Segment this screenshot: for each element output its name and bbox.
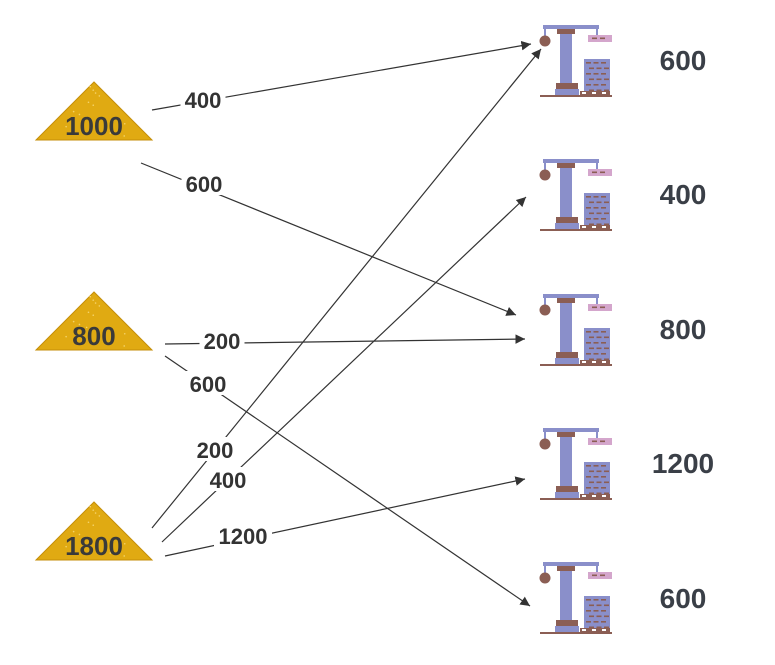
flow-label: 600 [190,372,227,397]
flow-label-background [185,371,231,395]
flow-label: 200 [204,329,241,354]
sand-pile-icon [34,501,154,561]
construction-crane-icon [539,294,612,366]
construction-crane-icon [539,159,612,231]
construction-crane-icon [539,428,612,500]
supply-amount: 800 [72,321,115,351]
flow-label: 400 [210,468,247,493]
flow-lines [140,40,542,607]
flow-label-background [181,171,227,195]
construction-crane-icon [539,25,612,97]
demand-amount: 600 [660,45,707,76]
flow-arrow [164,355,531,607]
flow-label-background [214,523,272,547]
supply-amount: 1800 [65,531,123,561]
flow-label-background [205,467,251,491]
demand-node: 600 [539,562,707,634]
sand-pile-icon [34,81,154,141]
demand-node: 1200 [539,428,714,500]
flow-label: 400 [185,88,222,113]
demand-amount: 400 [660,179,707,210]
supply-node: 800 [34,291,154,351]
flow-labels: 400 600 200 600 200 400 1200 [180,87,272,549]
demand-nodes: 600 400 800 1200 600 [539,25,714,634]
supply-nodes: 1000 800 1800 [34,81,154,561]
flow-label: 1200 [219,524,268,549]
flow-label-background [180,87,226,111]
flow-label: 600 [186,172,223,197]
demand-node: 400 [539,159,707,231]
flow-label-background [199,328,245,352]
demand-node: 800 [539,294,707,366]
demand-node: 600 [539,25,707,97]
flow-label-background [192,437,238,461]
supply-node: 1800 [34,501,154,561]
demand-amount: 800 [660,314,707,345]
supply-amount: 1000 [65,111,123,141]
sand-pile-icon [34,291,154,351]
demand-amount: 600 [660,583,707,614]
demand-amount: 1200 [652,448,714,479]
supply-node: 1000 [34,81,154,141]
construction-crane-icon [539,562,612,634]
flow-label: 200 [197,438,234,463]
